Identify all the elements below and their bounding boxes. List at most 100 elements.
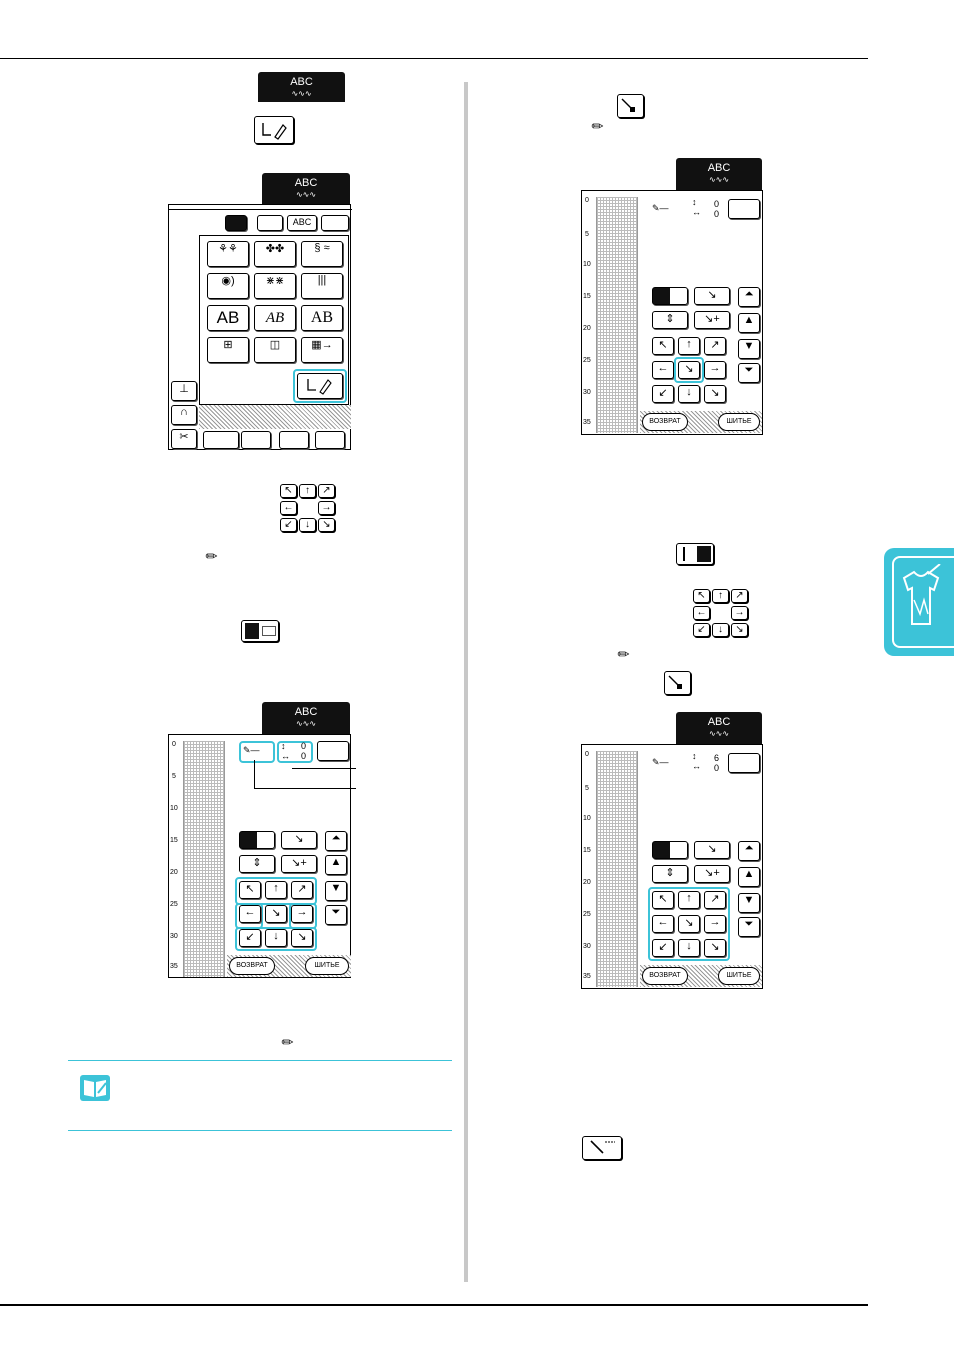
pattern-key-12[interactable]: ▦→ (301, 337, 343, 363)
screen2-insert-button[interactable]: ⇕ (239, 855, 275, 873)
screen3-point-button[interactable]: ↘ (678, 361, 700, 379)
screen2-dr-button[interactable]: ↘ (291, 929, 313, 947)
highlight-arrows-bottom (235, 927, 317, 951)
thread-button[interactable]: ∩ (171, 405, 197, 425)
screen2-right-button[interactable]: → (291, 905, 313, 923)
ruler-5: 5 (585, 785, 589, 792)
screen3-grid-button[interactable] (728, 199, 760, 219)
screen1-lock-button[interactable] (257, 215, 283, 231)
screen1-bottom-3[interactable] (279, 431, 309, 449)
screen1-bottom-2[interactable] (241, 431, 271, 449)
screen2-line-button[interactable]: ↘ (281, 831, 317, 849)
pattern-panel (199, 235, 349, 405)
screen4-ur-button[interactable]: ↗ (704, 891, 726, 909)
screen3-sew-button[interactable]: ШИТЬЕ (718, 413, 760, 431)
screen4-mode-button[interactable] (652, 841, 688, 859)
screen3-left-button[interactable]: ← (652, 361, 674, 379)
screen4-ul-button[interactable]: ↖ (652, 891, 674, 909)
screen2-left-button[interactable]: ← (239, 905, 261, 923)
screen3-page-up[interactable]: ▲ (738, 313, 760, 333)
screen4-down-button[interactable]: ↓ (678, 939, 700, 957)
screen4-up-button[interactable]: ↑ (678, 891, 700, 909)
screen3-dl-button[interactable]: ↙ (652, 385, 674, 403)
pattern-key-1[interactable]: ⚘⚘ (207, 241, 249, 267)
screen1-mode-button[interactable] (225, 215, 247, 231)
pencil-icon: ✎— (652, 757, 669, 767)
screen4-dr-button[interactable]: ↘ (704, 939, 726, 957)
screen2-page-up-fast[interactable]: ⏶ (325, 831, 347, 851)
screen4-back-button[interactable]: ВОЗВРАТ (642, 967, 688, 985)
screen3-page-down[interactable]: ▼ (738, 339, 760, 359)
screen4-right-button[interactable]: → (704, 915, 726, 933)
screen3-right-button[interactable]: → (704, 361, 726, 379)
screen2-up-button[interactable]: ↑ (265, 881, 287, 899)
pattern-key-ab-outline[interactable]: AB (301, 305, 343, 331)
ruler-15: 15 (583, 293, 591, 300)
screen4-page-up-fast[interactable]: ⏶ (738, 841, 760, 861)
screen3-dr-button[interactable]: ↘ (704, 385, 726, 403)
foot-button[interactable]: ⊥ (171, 381, 197, 401)
screen3-add-button[interactable]: ↘+ (694, 311, 730, 329)
screen4-grid-button[interactable] (728, 753, 760, 773)
screen1-bottom-4[interactable] (315, 431, 345, 449)
screen4-add-button[interactable]: ↘+ (694, 865, 730, 883)
screen3-back-button[interactable]: ВОЗВРАТ (642, 413, 688, 431)
screen4-left-button[interactable]: ← (652, 915, 674, 933)
screen3-ul-button[interactable]: ↖ (652, 337, 674, 355)
pencil-icon: ✎— (652, 203, 669, 213)
pattern-key-6[interactable]: ||| (301, 273, 343, 299)
memo-icon (80, 1075, 110, 1101)
screen2-point-button[interactable]: ↘ (265, 905, 287, 923)
screen3-ur-button[interactable]: ↗ (704, 337, 726, 355)
screen2-page-down-fast[interactable]: ⏷ (325, 905, 347, 925)
pattern-key-ab-block[interactable]: AB (207, 305, 249, 331)
screen1-check-button[interactable]: ABC (287, 215, 317, 231)
screen3-up-button[interactable]: ↑ (678, 337, 700, 355)
screen4-page-down-fast[interactable]: ⏷ (738, 917, 760, 937)
screen4-point-button[interactable]: ↘ (678, 915, 700, 933)
screen2-x-value: 0 (301, 751, 307, 761)
screen3-tab-label: ABC (707, 162, 731, 174)
screen3-page-down-fast[interactable]: ⏷ (738, 363, 760, 383)
screen3-down-button[interactable]: ↓ (678, 385, 700, 403)
screen2-page-down[interactable]: ▼ (325, 881, 347, 901)
ruler-25: 25 (583, 357, 591, 364)
point-key-2 (664, 671, 691, 695)
callout-vertical (254, 760, 255, 788)
pattern-key-10[interactable]: ⊞ (207, 337, 249, 363)
screen4-sew-button[interactable]: ШИТЬЕ (718, 967, 760, 985)
screen2-ur-button[interactable]: ↗ (291, 881, 313, 899)
screen2-mode-button[interactable] (239, 831, 275, 849)
pattern-key-2[interactable]: ✤✤ (254, 241, 296, 267)
pattern-key-4[interactable]: ◉) (207, 273, 249, 299)
arrow-up-icon: ↑ (712, 589, 729, 603)
pattern-key-5[interactable]: ⋇⋇ (254, 273, 296, 299)
scissors-button[interactable]: ✂ (171, 429, 197, 449)
screen3-insert-button[interactable]: ⇕ (652, 311, 688, 329)
screen4-dl-button[interactable]: ↙ (652, 939, 674, 957)
screen2-add-button[interactable]: ↘+ (281, 855, 317, 873)
screen3-line-button[interactable]: ↘ (694, 287, 730, 305)
screen2-page-up[interactable]: ▲ (325, 855, 347, 875)
screen4-page-up[interactable]: ▲ (738, 867, 760, 887)
screen2-sew-button[interactable]: ШИТЬЕ (305, 957, 349, 975)
screen2-down-button[interactable]: ↓ (265, 929, 287, 947)
screen1-bottom-1[interactable] (203, 431, 239, 449)
pattern-key-ab-outline-label: AB (310, 309, 334, 326)
screen4-insert-button[interactable]: ⇕ (652, 865, 688, 883)
screen2-ul-button[interactable]: ↖ (239, 881, 261, 899)
screen2-back-button[interactable]: ВОЗВРАТ (229, 957, 275, 975)
screen2-grid-button[interactable] (317, 741, 349, 761)
screen3-page-up-fast[interactable]: ⏶ (738, 287, 760, 307)
ruler-5: 5 (172, 773, 176, 780)
screen1-memory-button[interactable] (321, 215, 349, 231)
pattern-key-3[interactable]: § ≈ (301, 241, 343, 267)
screen1-custom-stitch-key[interactable] (297, 373, 343, 399)
screen1-tab-label: ABC (294, 177, 318, 189)
screen2-dl-button[interactable]: ↙ (239, 929, 261, 947)
screen4-page-down[interactable]: ▼ (738, 893, 760, 913)
pattern-key-11[interactable]: ◫ (254, 337, 296, 363)
screen3-mode-button[interactable] (652, 287, 688, 305)
screen4-line-button[interactable]: ↘ (694, 841, 730, 859)
pattern-key-ab-script[interactable]: AB (254, 305, 296, 331)
